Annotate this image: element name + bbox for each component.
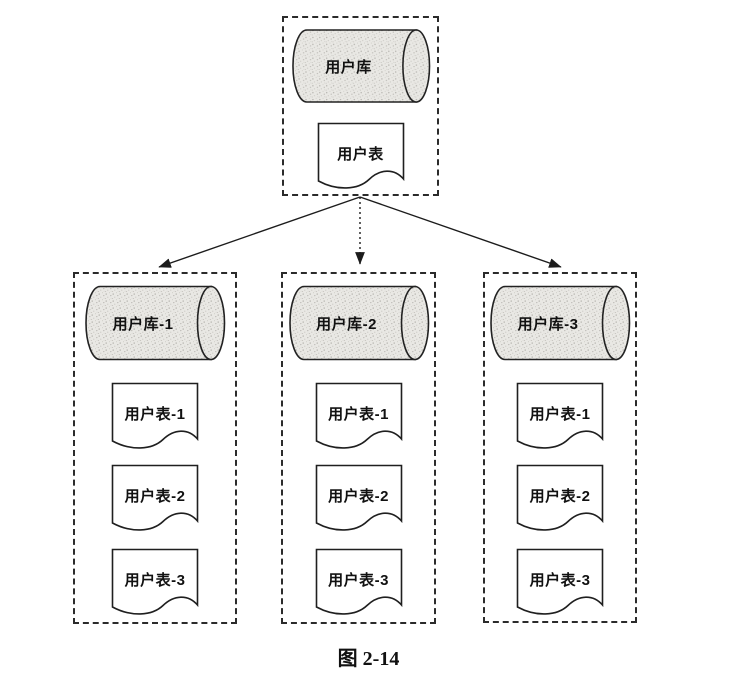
document-icon (111, 464, 199, 531)
table-label: 用户表-2 (328, 487, 389, 505)
table-label: 用户表-1 (328, 405, 389, 423)
document-icon (315, 464, 402, 531)
table-label: 用户表 (337, 145, 384, 163)
database-cylinder-icon (490, 285, 631, 361)
database-cylinder-icon (291, 29, 430, 103)
table-label: 用户表-3 (124, 571, 186, 589)
database-label: 用户库 (325, 58, 372, 76)
document-icon (317, 122, 404, 189)
table-label: 用户表-2 (124, 487, 186, 505)
document-icon (315, 382, 402, 449)
table-label: 用户表-2 (529, 487, 591, 505)
database-label: 用户库-2 (316, 315, 377, 333)
document-icon (111, 382, 199, 449)
document-icon (315, 548, 402, 615)
document-icon (516, 548, 604, 615)
table-label: 用户表-3 (328, 571, 389, 589)
document-icon (516, 464, 604, 531)
table-document: 用户表-1 (516, 382, 604, 454)
database-cylinder-icon (85, 285, 226, 361)
arrow-root-to-shard-1 (158, 196, 361, 268)
shard-group-3: 用户库-3 用户表-1 用户表-2 用户表-3 (483, 272, 637, 623)
shard-group-2: 用户库-2 用户表-1 用户表-2 用户表-3 (281, 272, 436, 624)
table-document: 用户表-3 (315, 548, 403, 620)
table-document: 用户表-2 (315, 464, 403, 536)
root-database-cylinder: 用户库 (291, 28, 431, 104)
database-label: 用户库-3 (517, 315, 579, 333)
document-icon (111, 548, 199, 615)
table-label: 用户表-1 (124, 405, 186, 423)
figure-caption: 图 2-14 (337, 648, 400, 670)
root-table-document: 用户表 (317, 122, 405, 194)
table-label: 用户表-3 (529, 571, 591, 589)
root-database-group: 用户库 用户表 (282, 16, 439, 196)
shard-group-1: 用户库-1 用户表-1 用户表-2 用户表-3 (73, 272, 237, 624)
shard-3-database-cylinder: 用户库-3 (489, 285, 631, 361)
database-label: 用户库-1 (112, 315, 174, 333)
table-document: 用户表-2 (111, 464, 199, 536)
database-cylinder-icon (288, 285, 429, 361)
table-label: 用户表-1 (529, 405, 591, 423)
table-document: 用户表-2 (516, 464, 604, 536)
table-document: 用户表-1 (315, 382, 403, 454)
shard-2-database-cylinder: 用户库-2 (288, 285, 430, 361)
table-document: 用户表-1 (111, 382, 199, 454)
document-icon (516, 382, 604, 449)
table-document: 用户表-3 (111, 548, 199, 620)
arrow-root-to-shard-3 (359, 196, 562, 268)
table-document: 用户表-3 (516, 548, 604, 620)
shard-1-database-cylinder: 用户库-1 (84, 285, 226, 361)
